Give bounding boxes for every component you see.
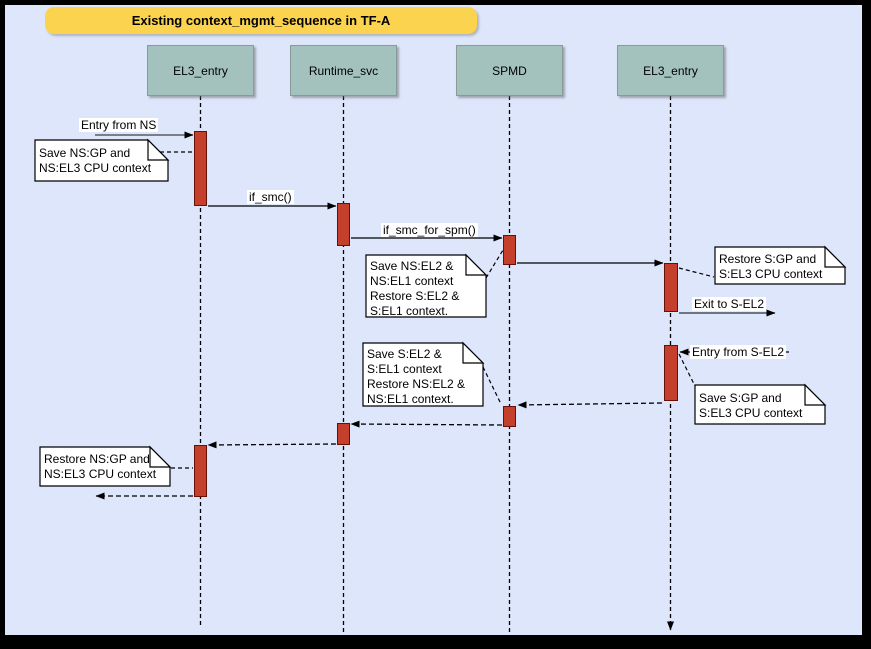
note-line: NS:EL3 CPU context — [39, 161, 152, 175]
note-line: Restore S:GP and — [719, 252, 817, 266]
note-save-s-el2: Save S:EL2 & S:EL1 context Restore NS:EL… — [363, 345, 465, 407]
note-connector-5 — [678, 353, 696, 387]
return-arrow-el3-to-spmd — [517, 401, 663, 409]
activation-bar-el3b-1 — [664, 263, 678, 312]
note-line: Save NS:GP and — [39, 146, 131, 160]
note-line: S:EL3 CPU context — [699, 406, 803, 420]
note-shape-1 — [34, 139, 169, 182]
note-fold-2 — [465, 253, 488, 276]
note-line: Save S:GP and — [699, 391, 782, 405]
note-line: NS:EL1 context — [370, 274, 454, 288]
activation-bar-spmd-2 — [503, 406, 516, 427]
note-save-ns-el2: Save NS:EL2 & NS:EL1 context Restore S:E… — [366, 257, 459, 319]
note-shape-6 — [39, 446, 171, 487]
activation-bar-runtime-2 — [337, 423, 350, 445]
note-restore-s-gp: Restore S:GP and S:EL3 CPU context — [715, 250, 822, 282]
activation-bar-spmd-1 — [503, 235, 516, 265]
note-save-ns-gp: Save NS:GP and NS:EL3 CPU context — [35, 144, 151, 176]
lifeline-header-spmd: SPMD — [456, 45, 563, 96]
note-restore-ns-gp: Restore NS:GP and NS:EL3 CPU context — [40, 450, 156, 482]
note-fold-1 — [147, 138, 170, 161]
note-line: S:EL3 CPU context — [719, 267, 823, 281]
activation-bar-runtime-1 — [337, 203, 350, 246]
note-line: Save S:EL2 & — [367, 347, 442, 361]
note-line: NS:EL1 context. — [367, 392, 454, 406]
note-line: Restore S:EL2 & — [370, 289, 460, 303]
note-fold-6 — [149, 445, 172, 468]
lifeline-label: EL3_entry — [643, 63, 698, 78]
note-shape-3 — [714, 246, 846, 285]
diagram-title: Existing context_mgmt_sequence in TF-A — [131, 13, 391, 28]
return-arrow-runtime-to-el3 — [207, 441, 337, 449]
note-shape-2 — [365, 254, 487, 318]
note-save-s-gp: Save S:GP and S:EL3 CPU context — [695, 389, 802, 421]
diagram-title-banner: Existing context_mgmt_sequence in TF-A — [45, 7, 477, 34]
note-connector-4 — [482, 366, 502, 405]
return-arrow-spmd-to-runtime — [350, 420, 503, 428]
note-connector-3 — [678, 267, 715, 278]
activation-bar-el3-2 — [194, 445, 207, 497]
message-label-entry-from-ns: Entry from NS — [79, 118, 159, 132]
note-line: NS:EL3 CPU context — [44, 467, 157, 481]
activation-bar-el3-1 — [194, 131, 207, 206]
message-label-if-smc: if_smc() — [247, 190, 294, 204]
message-label-if-smc-for-spm: if_smc_for_spm() — [381, 223, 478, 237]
diagram-background — [5, 5, 862, 635]
note-fold-3 — [824, 245, 847, 268]
note-line: Restore NS:GP and — [44, 452, 150, 466]
note-fold-5 — [804, 383, 827, 406]
lifeline-header-el3-entry-2: EL3_entry — [617, 45, 724, 96]
lifeline-header-el3-entry-1: EL3_entry — [147, 45, 254, 96]
message-label-entry-from-s-el2: Entry from S-EL2 — [690, 345, 787, 359]
note-line: Restore NS:EL2 & — [367, 377, 466, 391]
note-line: Save NS:EL2 & — [370, 259, 454, 273]
lifeline-label: Runtime_svc — [308, 63, 379, 78]
lifeline-header-runtime-svc: Runtime_svc — [290, 45, 397, 96]
note-shape-5 — [694, 384, 826, 425]
note-connector-2 — [485, 249, 504, 279]
note-line: S:EL1 context. — [370, 304, 449, 318]
note-line: S:EL1 context — [367, 362, 442, 376]
note-fold-4 — [462, 341, 485, 364]
activation-bar-el3b-2 — [664, 345, 678, 401]
note-shape-4 — [362, 342, 484, 407]
lifeline-label: EL3_entry — [173, 63, 228, 78]
lifeline-label: SPMD — [492, 63, 527, 78]
message-label-exit-to-s-el2: Exit to S-EL2 — [692, 297, 767, 311]
